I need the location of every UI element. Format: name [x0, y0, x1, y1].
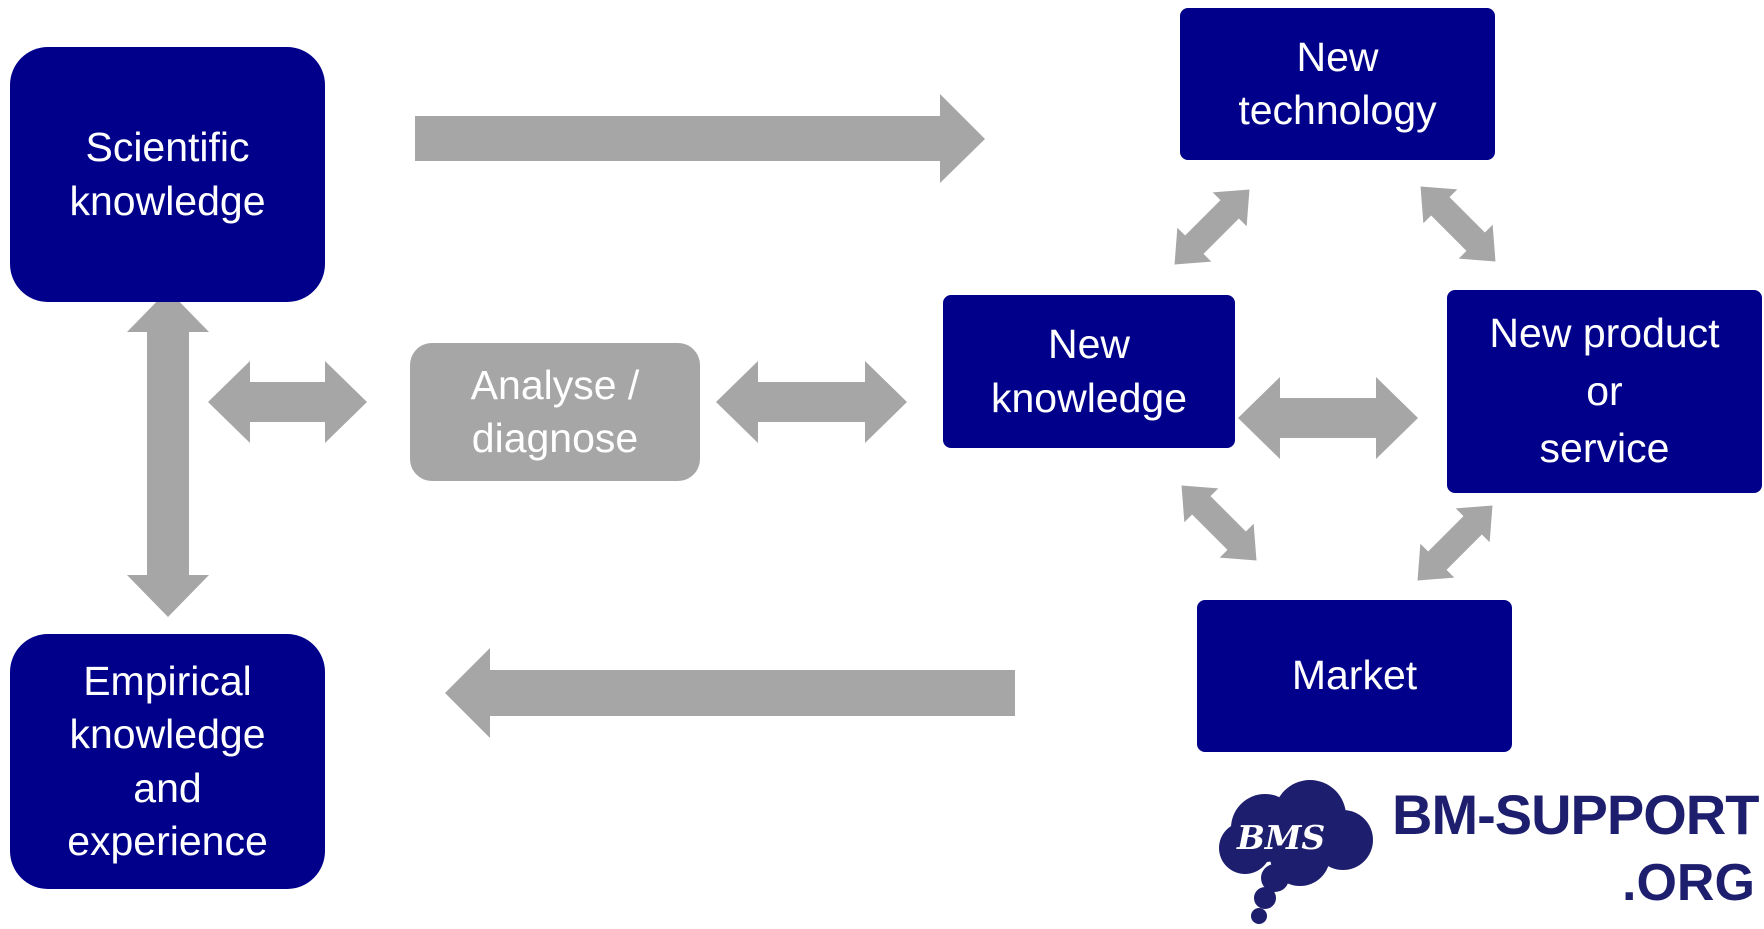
arrow-newknowledge-product	[1238, 377, 1418, 459]
arrow-newknowledge-market	[1181, 485, 1257, 561]
logo-name: BM-SUPPORT	[1392, 783, 1759, 846]
arrow-technology-product	[1420, 186, 1496, 262]
node-market: Market	[1197, 600, 1512, 752]
node-scientific-knowledge: Scientific knowledge	[10, 47, 325, 302]
node-new-product-or-service: New product or service	[1447, 290, 1762, 493]
arrow-sources-analyse	[208, 361, 367, 443]
node-new-knowledge: New knowledge	[943, 295, 1235, 448]
bms-monogram: BMS	[1237, 818, 1326, 857]
node-new-technology: New technology	[1180, 8, 1495, 160]
arrow-product-market	[1417, 505, 1493, 581]
node-empirical-knowledge: Empirical knowledge and experience	[10, 634, 325, 889]
arrow-newknowledge-technology	[1174, 189, 1250, 265]
logo-suffix: .ORG	[1622, 854, 1755, 912]
arrow-science-empirical	[127, 290, 209, 617]
arrow-analyse-newknowledge	[716, 361, 907, 443]
bms-cloud-icon	[1219, 780, 1373, 924]
arrow-science-to-technology	[415, 94, 985, 183]
node-analyse-diagnose: Analyse / diagnose	[410, 343, 700, 481]
arrow-market-to-empirical	[445, 648, 1015, 738]
